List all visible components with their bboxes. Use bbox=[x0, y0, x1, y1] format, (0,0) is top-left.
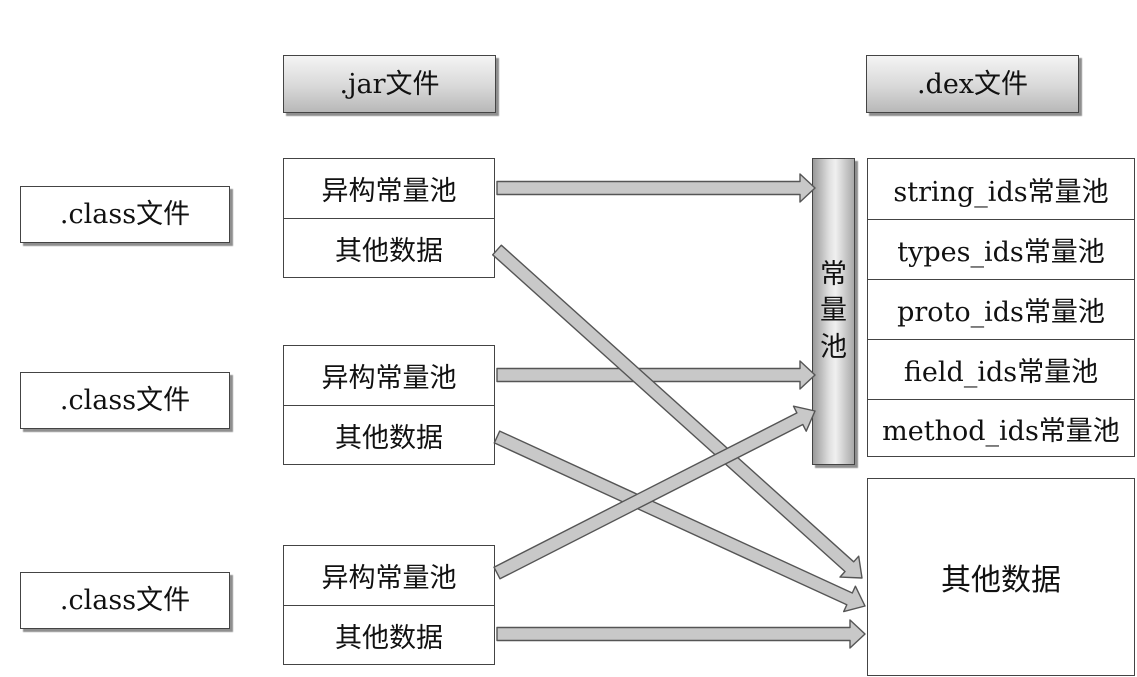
dex-string-ids-pool: string_ids常量池 bbox=[867, 158, 1135, 220]
class-file-3: .class文件 bbox=[20, 572, 230, 629]
arrow-other2-to-dex-other bbox=[493, 430, 866, 613]
dex-file-header: .dex文件 bbox=[866, 55, 1079, 113]
other-data-3: 其他数据 bbox=[283, 605, 495, 665]
heterogeneous-pool-2: 异构常量池 bbox=[283, 345, 495, 406]
arrow-pool1-to-constant-pool bbox=[496, 173, 816, 203]
constant-pool-bar: 常 量 池 bbox=[812, 158, 855, 465]
constant-pool-char-2: 量 bbox=[820, 295, 847, 327]
arrow-pool2-to-constant-pool bbox=[496, 360, 816, 390]
arrow-other1-to-dex-other bbox=[492, 244, 863, 579]
dex-method-ids-pool: method_ids常量池 bbox=[867, 399, 1135, 457]
arrow-pool3-to-constant-pool bbox=[493, 405, 816, 580]
constant-pool-char-3: 池 bbox=[820, 331, 847, 363]
class-file-2: .class文件 bbox=[20, 372, 230, 429]
jar-file-header: .jar文件 bbox=[283, 55, 496, 113]
dex-field-ids-pool: field_ids常量池 bbox=[867, 339, 1135, 400]
dex-types-ids-pool: types_ids常量池 bbox=[867, 219, 1135, 280]
arrow-other3-to-dex-other bbox=[496, 619, 866, 649]
class-file-1: .class文件 bbox=[20, 186, 230, 243]
other-data-2: 其他数据 bbox=[283, 405, 495, 465]
other-data-1: 其他数据 bbox=[283, 218, 495, 278]
heterogeneous-pool-1: 异构常量池 bbox=[283, 158, 495, 219]
dex-other-data: 其他数据 bbox=[867, 478, 1135, 676]
constant-pool-char-1: 常 bbox=[820, 258, 847, 290]
dex-proto-ids-pool: proto_ids常量池 bbox=[867, 279, 1135, 340]
heterogeneous-pool-3: 异构常量池 bbox=[283, 545, 495, 606]
